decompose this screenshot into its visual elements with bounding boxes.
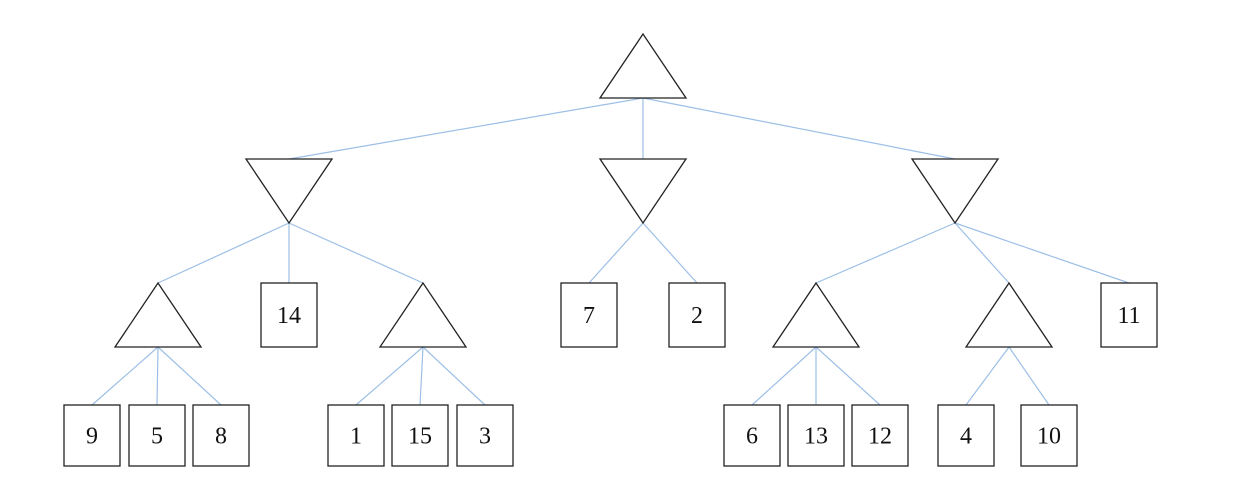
leaf-value: 3 (479, 424, 491, 450)
leaf-node: 14 (260, 282, 318, 348)
tree-edge (288, 97, 644, 160)
leaf-node: 1 (327, 404, 385, 467)
tree-edge (157, 222, 290, 284)
leaf-box (851, 404, 909, 467)
leaf-node: 9 (63, 404, 121, 467)
max-node-triangle (964, 281, 1054, 348)
max-node-triangle (113, 281, 203, 348)
tree-edge (642, 97, 956, 160)
leaf-node: 11 (1100, 282, 1158, 348)
leaf-node: 12 (851, 404, 909, 467)
tree-edge (588, 222, 644, 284)
leaf-value: 12 (868, 424, 892, 450)
leaf-value: 14 (277, 303, 301, 329)
leaf-value: 5 (151, 424, 163, 450)
leaf-value: 2 (691, 303, 703, 329)
leaf-value: 11 (1117, 303, 1140, 329)
leaf-box (1100, 282, 1158, 348)
leaf-value: 1 (350, 424, 362, 450)
tree-edge (156, 346, 159, 406)
leaf-box (560, 282, 618, 348)
leaf-node: 4 (937, 404, 995, 467)
tree-edge (288, 222, 424, 284)
leaf-value: 9 (86, 424, 98, 450)
max-node-triangle (378, 281, 468, 348)
tree-edge (815, 222, 956, 284)
leaf-box (723, 404, 781, 467)
leaf-value: 10 (1037, 424, 1061, 450)
leaf-box (787, 404, 845, 467)
tree-edge (965, 346, 1010, 406)
leaf-value: 4 (960, 424, 972, 450)
leaf-box (327, 404, 385, 467)
leaf-value: 7 (583, 303, 595, 329)
tree-edge (91, 346, 159, 406)
leaf-box (192, 404, 250, 467)
tree-edge (751, 346, 817, 406)
max-node-triangle (598, 32, 688, 99)
tree-edges (91, 97, 1130, 406)
tree-edge (815, 346, 881, 406)
leaf-box (260, 282, 318, 348)
min-node-triangle (598, 158, 688, 225)
leaf-node: 2 (668, 282, 726, 348)
leaf-node: 8 (192, 404, 250, 467)
leaf-box (456, 404, 514, 467)
min-node-triangle (244, 158, 334, 225)
min-node-triangle (910, 158, 1000, 225)
leaf-box (63, 404, 121, 467)
leaf-node: 7 (560, 282, 618, 348)
leaf-node: 13 (787, 404, 845, 467)
tree-edge (642, 222, 698, 284)
leaf-box (668, 282, 726, 348)
tree-nodes: 9 5 8 14 1 15 3 7 2 6 13 12 4 10 11 (63, 32, 1158, 467)
tree-edge (422, 346, 486, 406)
leaf-value: 8 (215, 424, 227, 450)
tree-edge (954, 222, 1130, 284)
leaf-value: 13 (804, 424, 828, 450)
leaf-node: 10 (1020, 404, 1078, 467)
leaf-node: 6 (723, 404, 781, 467)
leaf-box (391, 404, 449, 467)
leaf-box (937, 404, 995, 467)
leaf-value: 15 (408, 424, 432, 450)
leaf-value: 6 (746, 424, 758, 450)
leaf-box (128, 404, 186, 467)
leaf-node: 15 (391, 404, 449, 467)
leaf-node: 3 (456, 404, 514, 467)
tree-edge (1008, 346, 1050, 406)
tree-edge (157, 346, 222, 406)
max-node-triangle (771, 281, 861, 348)
tree-edge (419, 346, 424, 406)
tree-edge (355, 346, 424, 406)
leaf-box (1020, 404, 1078, 467)
leaf-node: 5 (128, 404, 186, 467)
tree-edge (954, 222, 1010, 284)
